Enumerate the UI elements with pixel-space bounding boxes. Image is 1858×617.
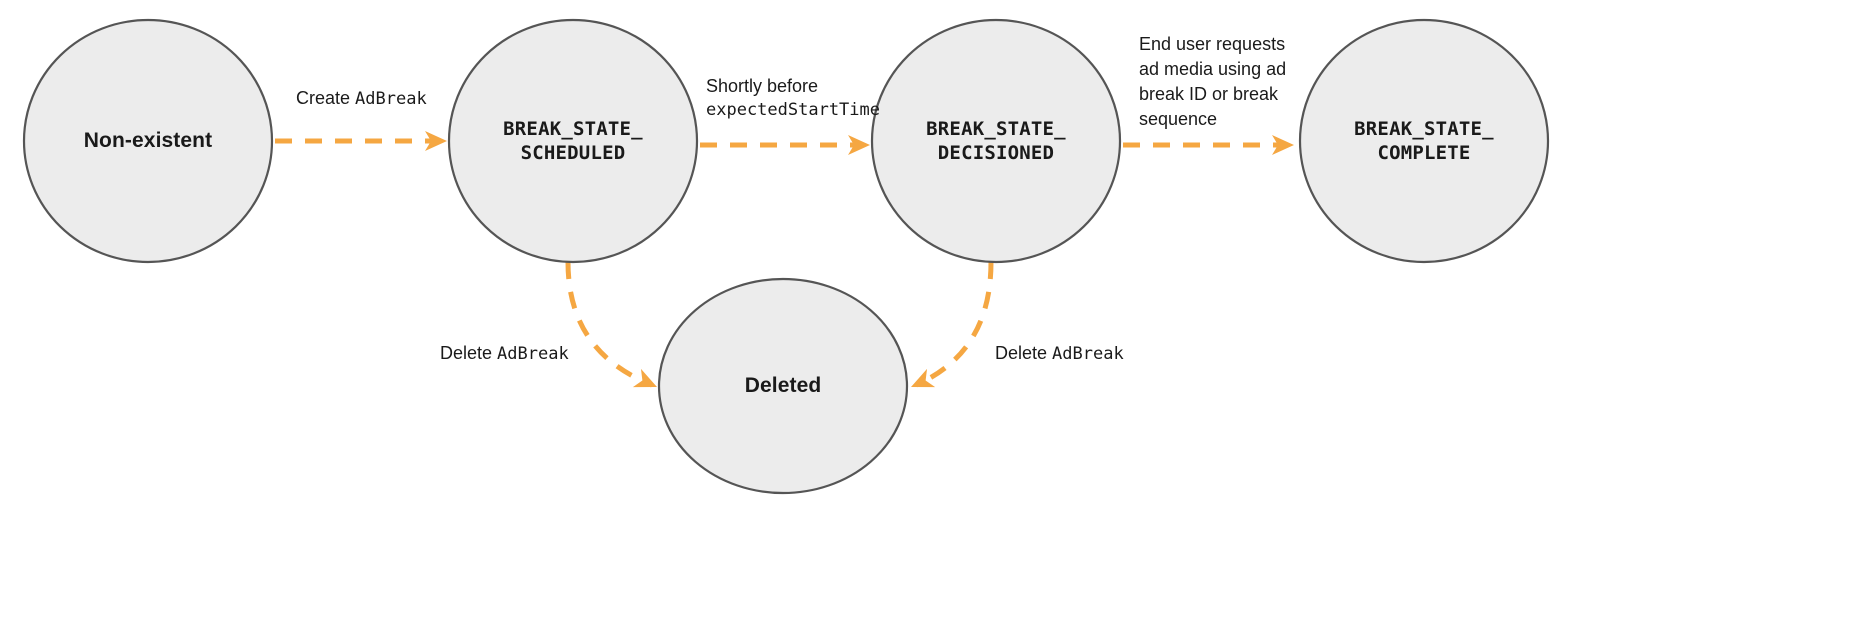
node-break-state-complete[interactable] (1298, 18, 1550, 264)
arrowhead-scheduled-to-deleted (632, 368, 657, 388)
arrowhead-decisioned-to-deleted (911, 368, 936, 388)
arrowhead-create-adbreak (425, 131, 447, 151)
edge-scheduled-to-deleted (565, 261, 653, 388)
arrowhead-scheduled-to-decisioned (848, 135, 870, 155)
node-non-existent[interactable] (22, 18, 274, 264)
nodes-layer (22, 18, 1550, 495)
arrowhead-decisioned-to-complete (1272, 135, 1294, 155)
node-deleted[interactable] (657, 277, 909, 495)
node-break-state-scheduled[interactable] (447, 18, 699, 264)
edge-decisioned-to-deleted (914, 261, 994, 388)
node-break-state-decisioned[interactable] (870, 18, 1122, 264)
edges-layer (275, 131, 1294, 388)
